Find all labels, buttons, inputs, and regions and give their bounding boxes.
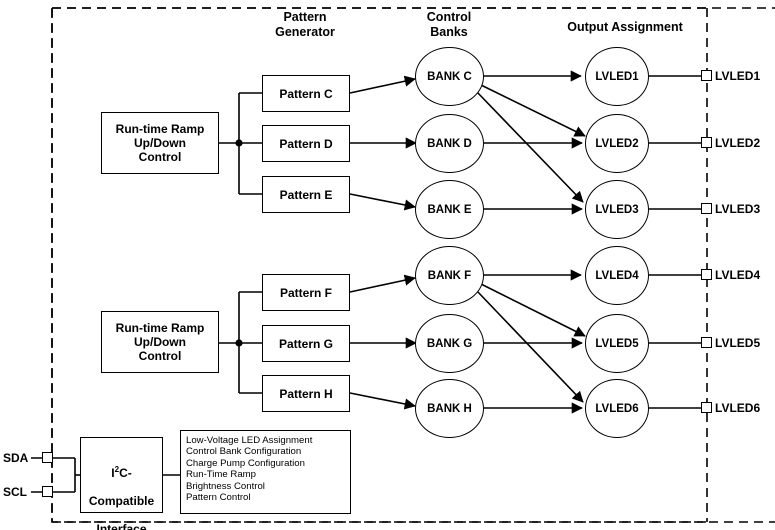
bank-circle-d[interactable]: BANK D <box>415 114 484 173</box>
pattern-box-c[interactable]: Pattern C <box>262 75 350 112</box>
pin-sda[interactable] <box>42 452 53 463</box>
ramp-control-top[interactable]: Run-time Ramp Up/Down Control <box>101 112 219 174</box>
led-circle-lvled3[interactable]: LVLED3 <box>585 180 649 239</box>
led-circle-lvled6[interactable]: LVLED6 <box>585 379 649 438</box>
feature-item-pattern-control: Pattern Control <box>186 492 251 504</box>
pattern-box-e[interactable]: Pattern E <box>262 176 350 213</box>
pin-label-lvled1: LVLED1 <box>715 69 761 83</box>
pin-lvled1[interactable] <box>701 70 712 81</box>
pin-label-lvled5: LVLED5 <box>715 336 761 350</box>
i2c-label-line2: C- <box>119 466 132 480</box>
pattern-box-h[interactable]: Pattern H <box>262 375 350 412</box>
header-control-banks: Control Banks <box>426 10 472 39</box>
bank-circle-c[interactable]: BANK C <box>415 47 484 106</box>
feature-list-box: Low-Voltage LED Assignment Control Bank … <box>180 430 351 514</box>
i2c-label-superscript: 2 <box>114 465 120 474</box>
pin-lvled6[interactable] <box>701 402 712 413</box>
feature-item-control-bank-config: Control Bank Configuration <box>186 446 302 458</box>
pin-lvled5[interactable] <box>701 337 712 348</box>
i2c-label-line1: I <box>111 466 115 480</box>
ramp-control-bottom[interactable]: Run-time Ramp Up/Down Control <box>101 311 219 373</box>
pin-lvled2[interactable] <box>701 137 712 148</box>
header-pattern-generator: Pattern Generator <box>275 10 335 39</box>
i2c-interface-block[interactable]: I2C- Compatible Interface <box>80 437 163 530</box>
pattern-box-f[interactable]: Pattern F <box>262 274 350 311</box>
bank-circle-f[interactable]: BANK F <box>415 246 484 305</box>
pin-label-lvled3: LVLED3 <box>715 202 761 216</box>
pin-label-scl: SCL <box>3 485 27 499</box>
feature-item-led-assignment: Low-Voltage LED Assignment <box>186 435 313 446</box>
pattern-box-d[interactable]: Pattern D <box>262 125 350 162</box>
feature-item-run-time-ramp: Run-Time Ramp <box>186 469 257 481</box>
pin-lvled4[interactable] <box>701 269 712 280</box>
pin-lvled3[interactable] <box>701 203 712 214</box>
bank-circle-g[interactable]: BANK G <box>415 314 484 373</box>
pin-label-lvled6: LVLED6 <box>715 401 761 415</box>
pin-label-lvled4: LVLED4 <box>715 268 761 282</box>
led-circle-lvled4[interactable]: LVLED4 <box>585 246 649 305</box>
bank-circle-h[interactable]: BANK H <box>415 379 484 438</box>
header-output-assignment: Output Assignment <box>567 20 683 34</box>
bank-circle-e[interactable]: BANK E <box>415 180 484 239</box>
led-circle-lvled2[interactable]: LVLED2 <box>585 114 649 173</box>
i2c-label-line4: Interface <box>96 522 147 530</box>
pattern-box-g[interactable]: Pattern G <box>262 325 350 362</box>
led-circle-lvled5[interactable]: LVLED5 <box>585 314 649 373</box>
feature-item-brightness-control: Brightness Control <box>186 480 265 492</box>
pin-label-sda: SDA <box>3 451 29 465</box>
feature-item-charge-pump-config: Charge Pump Configuration <box>186 457 305 469</box>
led-circle-lvled1[interactable]: LVLED1 <box>585 47 649 106</box>
pin-label-lvled2: LVLED2 <box>715 136 761 150</box>
pin-scl[interactable] <box>42 486 53 497</box>
i2c-label-line3: Compatible <box>88 494 155 508</box>
